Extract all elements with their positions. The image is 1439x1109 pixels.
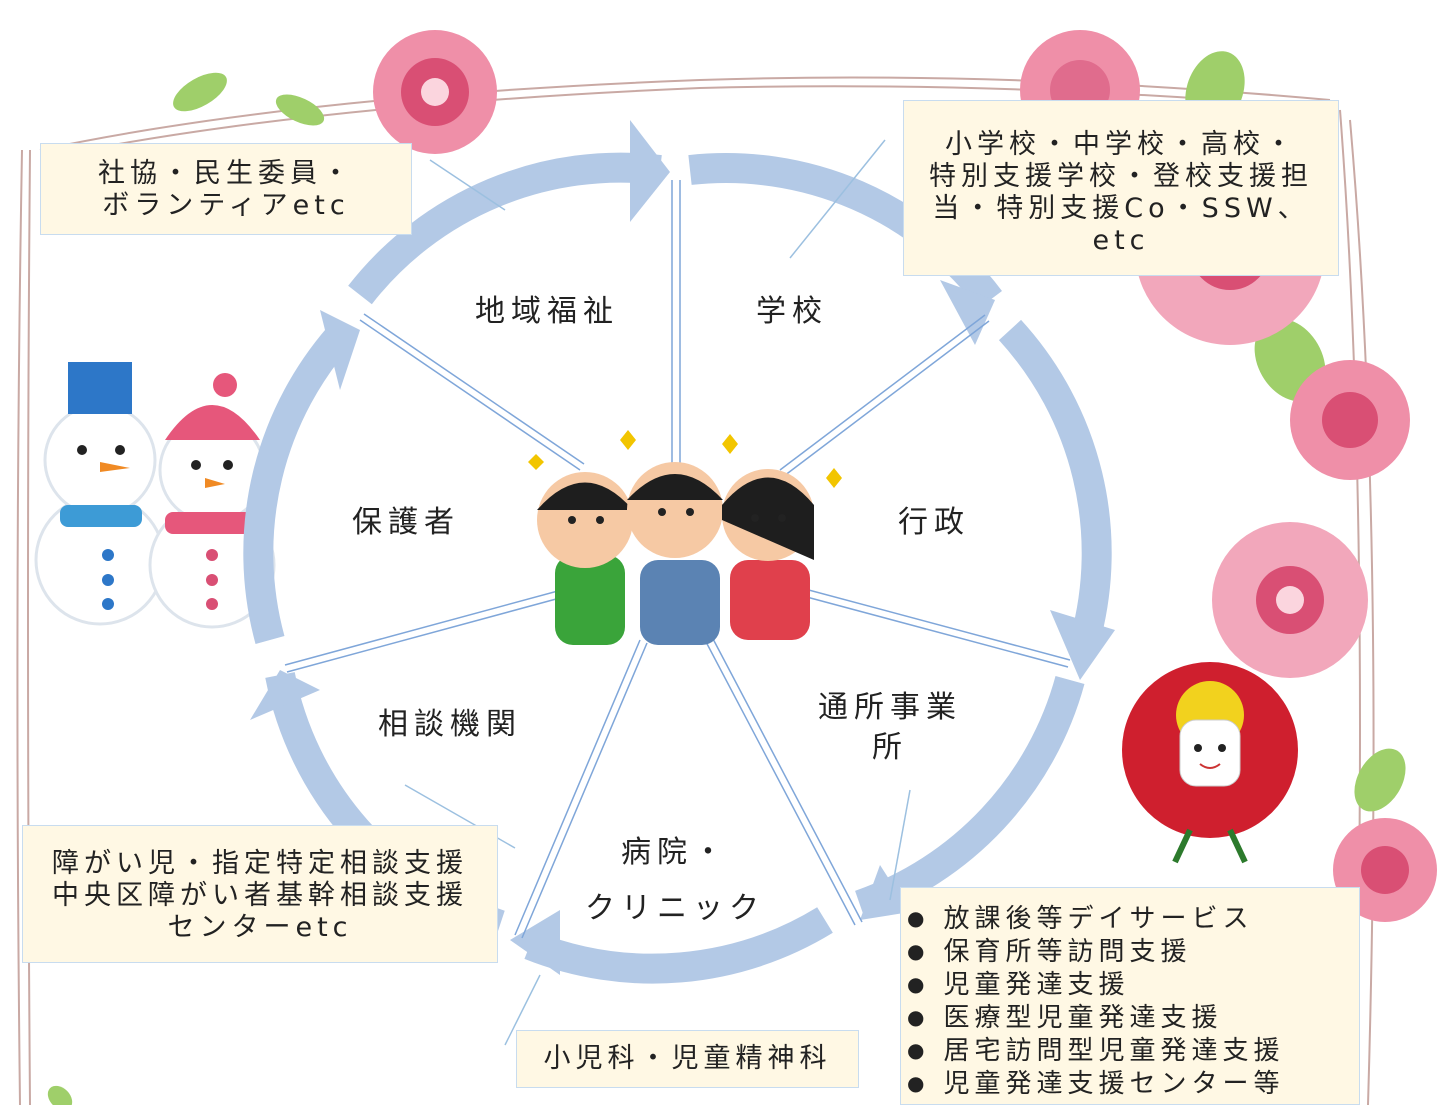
segment-label-hospital-line1: 病院・ — [621, 835, 729, 870]
services-list-item: 放課後等デイサービス — [907, 902, 1359, 935]
services-list-item: 医療型児童発達支援 — [907, 1001, 1359, 1034]
segment-label-day-service: 通所事業 所 — [810, 688, 970, 768]
school-box: 小学校・中学校・高校・ 特別支援学校・登校支援担 当・特別支援Co・SSW、 e… — [903, 100, 1339, 276]
services-list-item: 居宅訪問型児童発達支援 — [907, 1034, 1359, 1067]
consultation-box: 障がい児・指定特定相談支援 中央区障がい者基幹相談支援 センターetc — [22, 825, 498, 963]
segment-label-school: 学校 — [756, 294, 828, 329]
consultation-box-line1: 障がい児・指定特定相談支援 — [52, 848, 468, 879]
community-box-line2: ボランティアetc — [102, 190, 350, 221]
segment-label-consultation: 相談機関 — [378, 707, 522, 742]
services-list-item: 児童発達支援センター等 — [907, 1067, 1359, 1100]
segment-label-day-service-line2: 所 — [872, 730, 908, 765]
segment-label-hospital-line2: クリニック — [585, 891, 765, 926]
services-list: 放課後等デイサービス 保育所等訪問支援 児童発達支援 医療型児童発達支援 居宅訪… — [907, 902, 1359, 1100]
hospital-box: 小児科・児童精神科 — [516, 1030, 859, 1088]
children-illustration — [528, 430, 842, 645]
camellia-mascot-icon — [1122, 662, 1298, 864]
segment-label-day-service-line1: 通所事業 — [818, 690, 962, 725]
school-box-line1: 小学校・中学校・高校・ — [945, 129, 1297, 160]
snowman-icon — [34, 362, 276, 629]
services-list-item: 児童発達支援 — [907, 968, 1359, 1001]
segment-label-hospital: 病院・ クリニック — [580, 833, 770, 929]
school-box-line3: 当・特別支援Co・SSW、 — [932, 193, 1310, 224]
consultation-box-line3: センターetc — [167, 912, 353, 943]
consultation-box-line2: 中央区障がい者基幹相談支援 — [52, 880, 468, 911]
services-box: 放課後等デイサービス 保育所等訪問支援 児童発達支援 医療型児童発達支援 居宅訪… — [900, 887, 1360, 1105]
segment-label-community-welfare: 地域福祉 — [475, 294, 619, 329]
segment-label-guardian: 保護者 — [352, 505, 460, 540]
school-box-line4: etc — [1092, 225, 1150, 256]
services-list-item: 保育所等訪問支援 — [907, 935, 1359, 968]
community-box-line1: 社協・民生委員・ — [98, 158, 354, 189]
cycle-spokes — [284, 180, 1071, 939]
cycle-arrowheads — [250, 120, 1115, 975]
school-box-line2: 特別支援学校・登校支援担 — [929, 161, 1313, 192]
community-box: 社協・民生委員・ ボランティアetc — [40, 143, 412, 235]
segment-label-administration: 行政 — [898, 505, 970, 540]
